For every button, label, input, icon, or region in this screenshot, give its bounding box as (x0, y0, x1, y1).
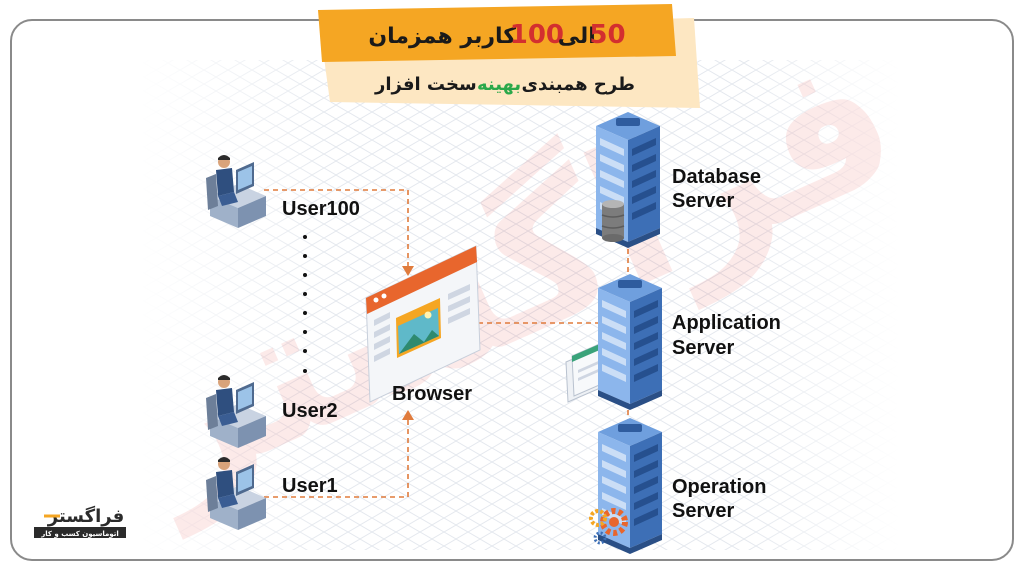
label-application-server-line1: Application (672, 312, 781, 334)
user-browser-connectors (264, 189, 409, 498)
label-operation-server-line2: Server (672, 500, 734, 522)
header-line2-highlight: بهینه (477, 74, 521, 95)
header-front-panel (318, 4, 676, 62)
arrow-head-down (402, 266, 414, 276)
label-user100: User100 (282, 198, 360, 220)
gear-icon (589, 508, 628, 545)
logo-tagline-bar (34, 527, 126, 538)
label-database-server-line1: Database (672, 166, 761, 188)
label-user2: User2 (282, 400, 338, 422)
connector-user100-browser (264, 189, 409, 268)
label-operation-server-line1: Operation (672, 476, 766, 498)
application-server-icon (598, 274, 662, 410)
header-banner: 50 الی 100 کاربر همزمان طرح همبندی بهینه… (318, 4, 700, 108)
database-cylinder-icon (601, 200, 625, 242)
logo-name: فراگستر (47, 505, 124, 527)
user-ellipsis-dots (303, 235, 307, 373)
arrow-head-up (402, 410, 414, 420)
floor-fade (140, 60, 900, 550)
browser-icon (365, 245, 481, 403)
label-database-server-line2: Server (672, 190, 734, 212)
header-users-text: کاربر همزمان (368, 24, 516, 49)
label-browser: Browser (392, 383, 472, 405)
connector-user1-browser (264, 418, 409, 498)
header-line2-suffix: سخت افزار (374, 74, 477, 95)
header-line-2: طرح همبندی بهینه سخت افزار (374, 74, 635, 95)
header-line2-prefix: طرح همبندی (521, 74, 635, 95)
logo-tagline: اتوماسیون کسب و کار (40, 530, 118, 538)
header-count-min: 100 (510, 20, 564, 50)
brand-logo: فراگستر اتوماسیون کسب و کار (34, 505, 126, 538)
header-line-1: 50 الی 100 کاربر همزمان (368, 20, 625, 50)
header-count-max: 50 (589, 20, 625, 50)
label-user1: User1 (282, 475, 338, 497)
label-application-server-line2: Server (672, 337, 734, 359)
